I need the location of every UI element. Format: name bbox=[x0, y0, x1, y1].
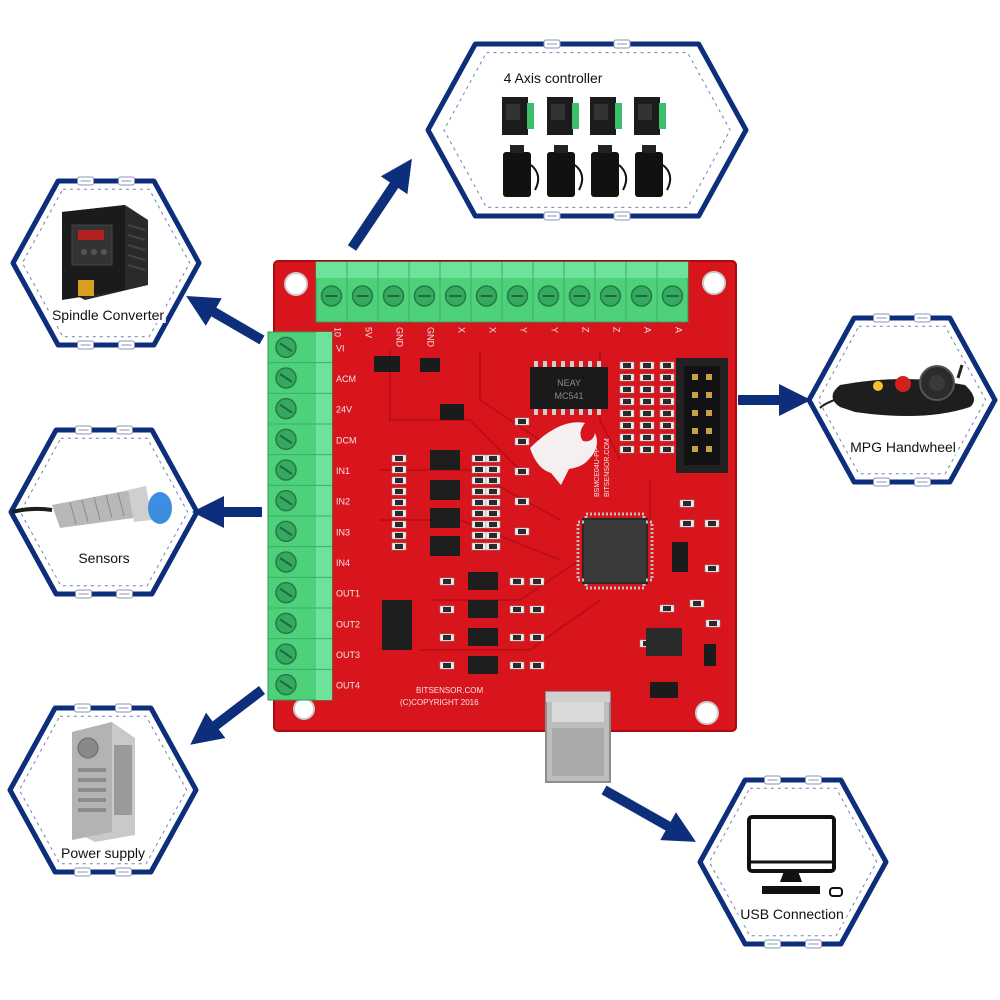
microcontroller-chip bbox=[576, 512, 654, 590]
stepper-driver-icon bbox=[634, 97, 666, 135]
left-pin-label: OUT2 bbox=[336, 619, 360, 629]
left-pin-label: DCM bbox=[336, 435, 357, 445]
top-pin-label: X bbox=[457, 327, 467, 333]
hexagon-frame-sensors bbox=[8, 425, 200, 599]
smd-components bbox=[391, 361, 721, 670]
left-pin-label: ACM bbox=[336, 374, 356, 384]
spindle-converter-label: Spindle Converter bbox=[49, 307, 167, 323]
stepper-driver-icon bbox=[590, 97, 622, 135]
output-optocouplers bbox=[468, 572, 498, 674]
left-terminal-block bbox=[267, 331, 333, 701]
left-pin-label: OUT4 bbox=[336, 681, 360, 691]
mounting-hole bbox=[702, 271, 726, 295]
arrow-to-axis-controller bbox=[347, 158, 412, 251]
hexagon-frame-usb bbox=[697, 775, 889, 949]
hexagon-frames bbox=[7, 39, 998, 949]
left-pin-label: OUT1 bbox=[336, 589, 360, 599]
left-pin-label: IN3 bbox=[336, 527, 350, 537]
eagle-logo bbox=[530, 422, 597, 485]
mpg-handwheel-label: MPG Handwheel bbox=[848, 439, 958, 455]
hexagon-frame-axis-controller bbox=[425, 39, 749, 221]
spindle-converter-illustration bbox=[62, 205, 148, 300]
left-pin-label: VI bbox=[336, 343, 345, 353]
left-pin-label: IN4 bbox=[336, 558, 350, 568]
top-pin-label: A bbox=[674, 327, 684, 333]
input-optocouplers bbox=[430, 450, 460, 556]
mounting-hole bbox=[695, 701, 719, 725]
board-website: BITSENSOR.COM bbox=[416, 686, 483, 695]
mpg-idc-header bbox=[676, 358, 728, 473]
usb-connection-label: USB Connection bbox=[738, 906, 846, 922]
power-supply-label: Power supply bbox=[58, 845, 148, 861]
top-pin-label: Y bbox=[550, 327, 560, 333]
top-pin-label: Z bbox=[612, 327, 622, 333]
mpg-handwheel-illustration bbox=[819, 364, 974, 416]
left-pin-label: 24V bbox=[336, 405, 352, 415]
top-pin-label: A bbox=[643, 327, 653, 333]
stepper-driver-icon bbox=[547, 97, 579, 135]
hexagon-frame-spindle bbox=[10, 176, 202, 350]
usb-b-connector bbox=[545, 691, 611, 783]
top-pin-label: 5V bbox=[364, 327, 374, 338]
top-pin-label: Z bbox=[581, 327, 591, 333]
stepper-motor-icon bbox=[635, 145, 672, 197]
chip-marking-line2: MC541 bbox=[554, 391, 583, 401]
output-driver-chip bbox=[382, 600, 412, 650]
top-pin-labels: 10 5V GND GND X X Y Y Z Z A A bbox=[333, 327, 684, 348]
axis-controller-label: 4 Axis controller bbox=[501, 70, 605, 86]
board-copyright: (C)COPYRIGHT 2016 bbox=[400, 698, 479, 707]
computer-monitor-icon bbox=[747, 815, 843, 897]
stepper-motor-icon bbox=[503, 145, 540, 197]
sensors-label: Sensors bbox=[76, 550, 132, 566]
left-pin-label: OUT3 bbox=[336, 650, 360, 660]
sensor-illustration bbox=[11, 486, 172, 528]
hexagon-frame-power bbox=[7, 703, 199, 877]
hexagon-frame-mpg bbox=[806, 313, 998, 487]
arrow-to-usb bbox=[601, 785, 696, 842]
top-pin-label: GND bbox=[426, 327, 436, 348]
stepper-driver-icon bbox=[502, 97, 534, 135]
axis-controller-illustration bbox=[502, 97, 672, 197]
left-pin-label: IN2 bbox=[336, 497, 350, 507]
stepper-motor-icon bbox=[547, 145, 584, 197]
top-terminal-block bbox=[315, 261, 689, 323]
usb-breakout-board: 10 5V GND GND X X Y Y Z Z A A VI ACM 24V DCM IN1IN2IN3I… bbox=[267, 260, 737, 783]
top-pin-label: Y bbox=[519, 327, 529, 333]
mounting-hole bbox=[284, 272, 308, 296]
left-pin-label: IN1 bbox=[336, 466, 350, 476]
arrow-to-spindle bbox=[186, 295, 265, 345]
power-supply-illustration bbox=[72, 722, 135, 842]
arrow-to-power bbox=[190, 686, 266, 745]
driver-chip: NEAY MC541 bbox=[530, 361, 608, 415]
board-model-text: BSMCE04U-PP bbox=[594, 447, 601, 497]
board-site-text: BITSENSOR.COM bbox=[604, 438, 611, 497]
stepper-motor-icon bbox=[591, 145, 628, 197]
voltage-regulator bbox=[646, 628, 682, 656]
top-pin-label: GND bbox=[395, 327, 405, 348]
top-pin-label: X bbox=[488, 327, 498, 333]
top-pin-label: 10 bbox=[333, 327, 343, 337]
arrows bbox=[186, 158, 812, 842]
chip-marking-line1: NEAY bbox=[557, 378, 581, 388]
mounting-hole bbox=[293, 698, 315, 720]
